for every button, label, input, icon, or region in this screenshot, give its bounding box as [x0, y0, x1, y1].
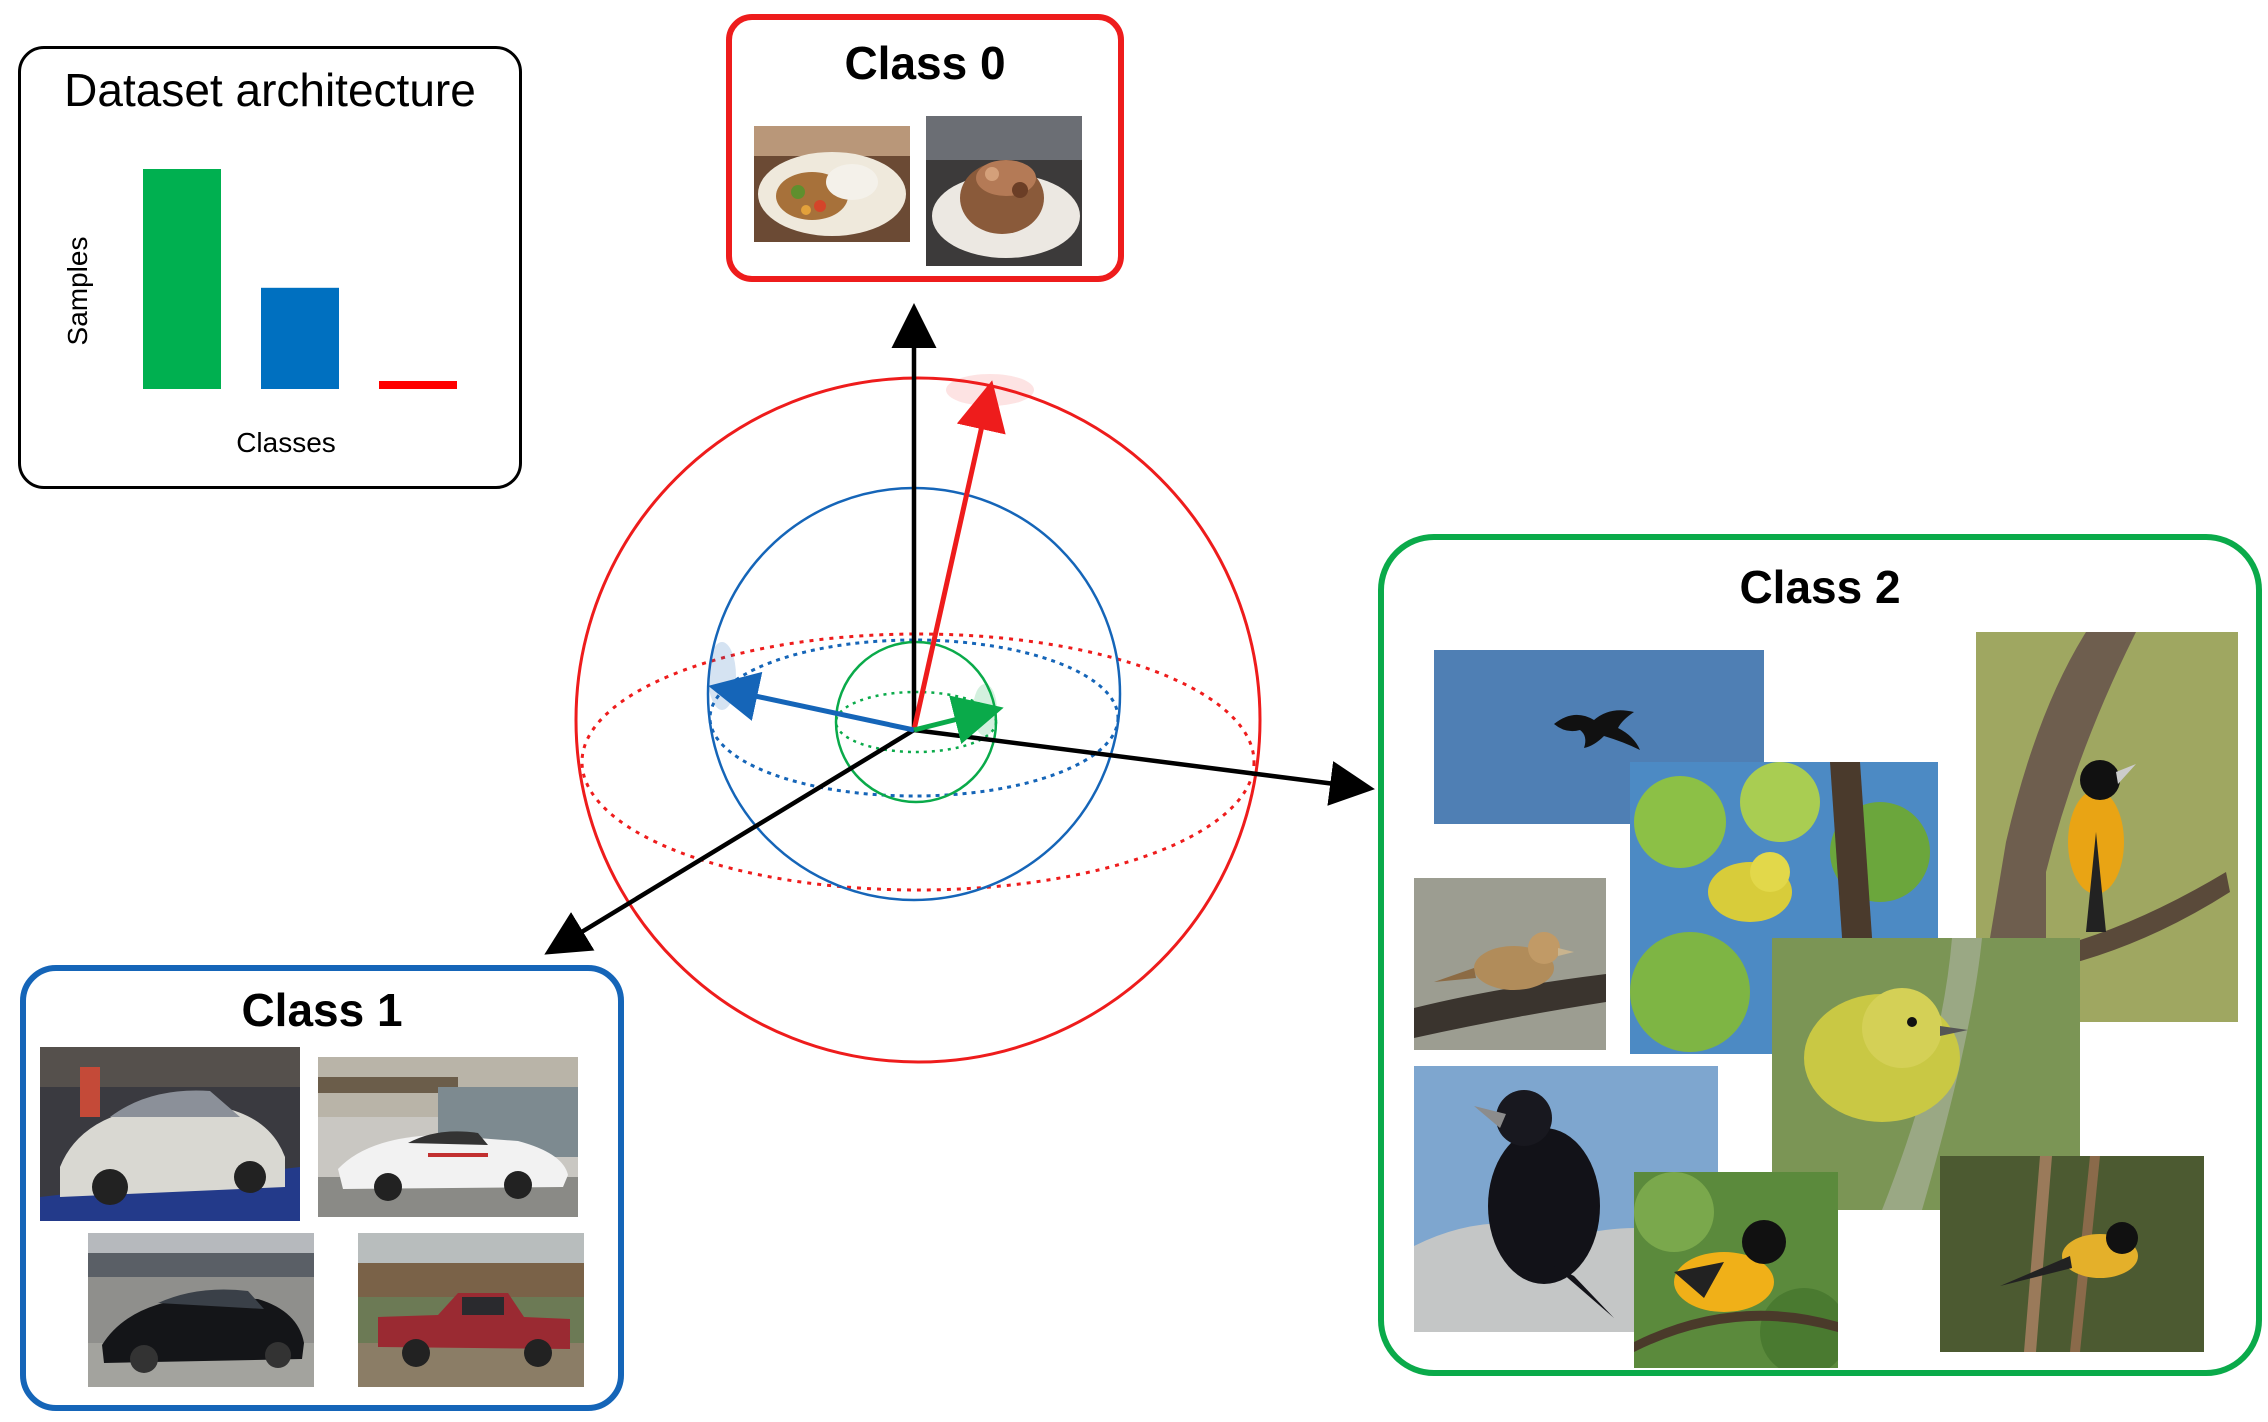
food-photo: [926, 116, 1082, 266]
architecture-bar-chart: Classes Samples: [62, 169, 457, 458]
bar-class-1: [261, 287, 339, 389]
class1-vector: [708, 671, 915, 733]
bar-class-2: [379, 381, 457, 389]
class2-panel: Class 2: [1378, 534, 2262, 1376]
class0-vector: [911, 380, 1006, 731]
architecture-xlabel: Classes: [236, 427, 336, 458]
bird-photo: [1940, 1156, 2204, 1352]
class0-sphere: [574, 376, 1262, 1064]
dataset-architecture-panel: Dataset architecture Classes Samples: [18, 46, 522, 489]
food-photo: [754, 126, 910, 242]
bar-class-0: [143, 169, 221, 389]
bird-photo: [1414, 878, 1606, 1050]
class1-panel: Class 1: [20, 965, 624, 1411]
class0-title: Class 0: [844, 37, 1006, 89]
class0-panel: Class 0: [726, 14, 1124, 282]
class2-vector: [913, 695, 1004, 744]
class1-equator: [708, 638, 1120, 798]
axis-down-left: [544, 728, 916, 955]
car-photo: [88, 1233, 314, 1387]
car-photo: [358, 1233, 584, 1387]
car-photo: [318, 1057, 578, 1217]
architecture-title: Dataset architecture: [64, 64, 476, 116]
class1-cap: [708, 642, 736, 710]
class0-equator: [580, 632, 1256, 892]
bird-photo: [1772, 938, 2080, 1210]
car-photo: [40, 1047, 300, 1221]
class2-title: Class 2: [1739, 561, 1901, 613]
class1-title: Class 1: [241, 984, 403, 1036]
bird-photo: [1634, 1172, 1838, 1368]
axis-right: [913, 727, 1375, 806]
architecture-ylabel: Samples: [62, 237, 93, 346]
